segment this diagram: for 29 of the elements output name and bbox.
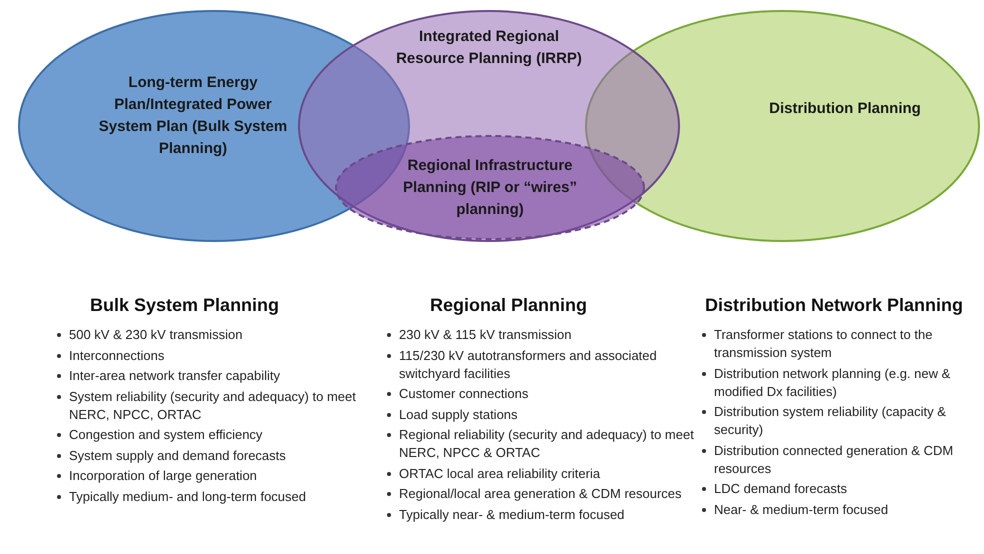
bullet-item: Load supply stations — [385, 406, 695, 424]
bullet-item: LDC demand forecasts — [700, 480, 982, 498]
column-heading: Regional Planning — [429, 295, 588, 316]
bullet-item: Regional/local area generation & CDM resources — [385, 485, 695, 503]
column-heading: Bulk System Planning — [89, 295, 280, 316]
bullet-item: 500 kV & 230 kV transmission — [55, 326, 365, 344]
bullet-item: Typically medium- and long-term focused — [55, 488, 365, 506]
bullet-item: System reliability (security and adequacy) to meet NERC, NPCC, ORTAC — [55, 388, 365, 424]
bullet-item: Incorporation of large generation — [55, 467, 365, 485]
ellipse-label: Distribution Planning — [768, 99, 922, 119]
bullet-item: Congestion and system efficiency — [55, 426, 365, 444]
bullet-item: Interconnections — [55, 346, 365, 364]
ellipse-label: Regional Infrastructure Planning (RIP or “wires” planning) — [402, 156, 578, 220]
bullet-item: Distribution network planning (e.g. new & modified Dx facilities) — [700, 364, 982, 400]
ellipse-label: Integrated Regional Resource Planning (IRRP) — [395, 27, 583, 69]
bullet-item: Transformer stations to connect to the transmission system — [700, 326, 982, 362]
bullet-item: Near- & medium-term focused — [700, 500, 982, 518]
column-heading: Distribution Network Planning — [704, 295, 964, 316]
bullet-item: Regional reliability (security and adequacy) to meet NERC, NPCC & ORTAC — [385, 426, 695, 462]
bullet-item: Distribution connected generation & CDM resources — [700, 442, 982, 478]
ellipse-label: Long-term Energy Plan/Integrated Power System Plan (Bulk System Planning) — [98, 73, 288, 159]
bullet-item: Typically near- & medium-term focused — [385, 506, 695, 524]
bullet-item: System supply and demand forecasts — [55, 446, 365, 464]
bullet-item: ORTAC local area reliability criteria — [385, 464, 695, 482]
bullet-item: Distribution system reliability (capacity & security) — [700, 403, 982, 439]
bullet-item: Customer connections — [385, 385, 695, 403]
bullet-item: Inter-area network transfer capability — [55, 367, 365, 385]
bullet-item: 230 kV & 115 kV transmission — [385, 326, 695, 344]
bullet-item: 115/230 kV autotransformers and associated switchyard facilities — [385, 346, 695, 382]
